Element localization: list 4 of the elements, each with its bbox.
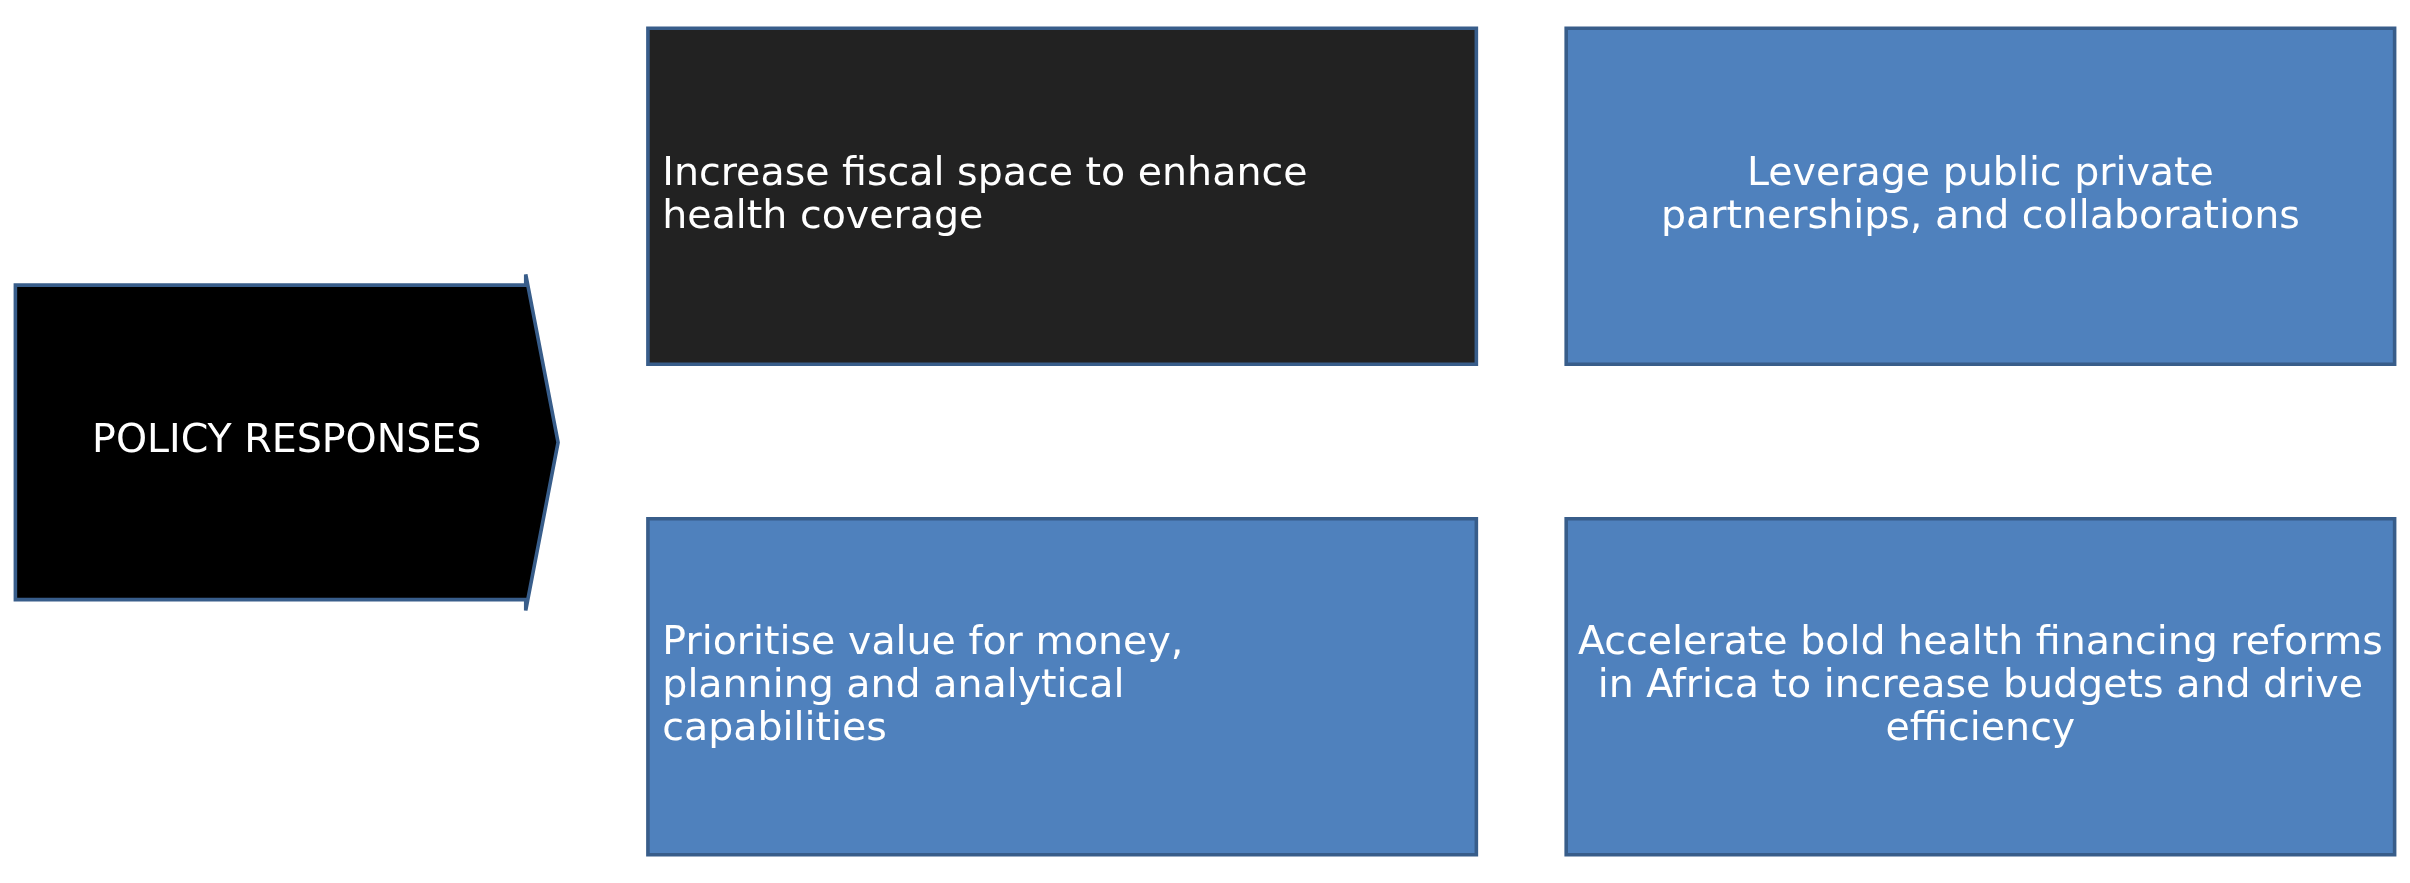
- node-box: Accelerate bold health financing reforms in Africa to increase budgets and drive efficiency: [1564, 516, 2397, 857]
- node-box: Leverage public private partnerships, and collaborations: [1564, 26, 2397, 367]
- node-box: Prioritise value for money, planning and analytical capabilities: [646, 516, 1479, 857]
- node-box: Increase fiscal space to enhance health coverage: [646, 26, 1479, 367]
